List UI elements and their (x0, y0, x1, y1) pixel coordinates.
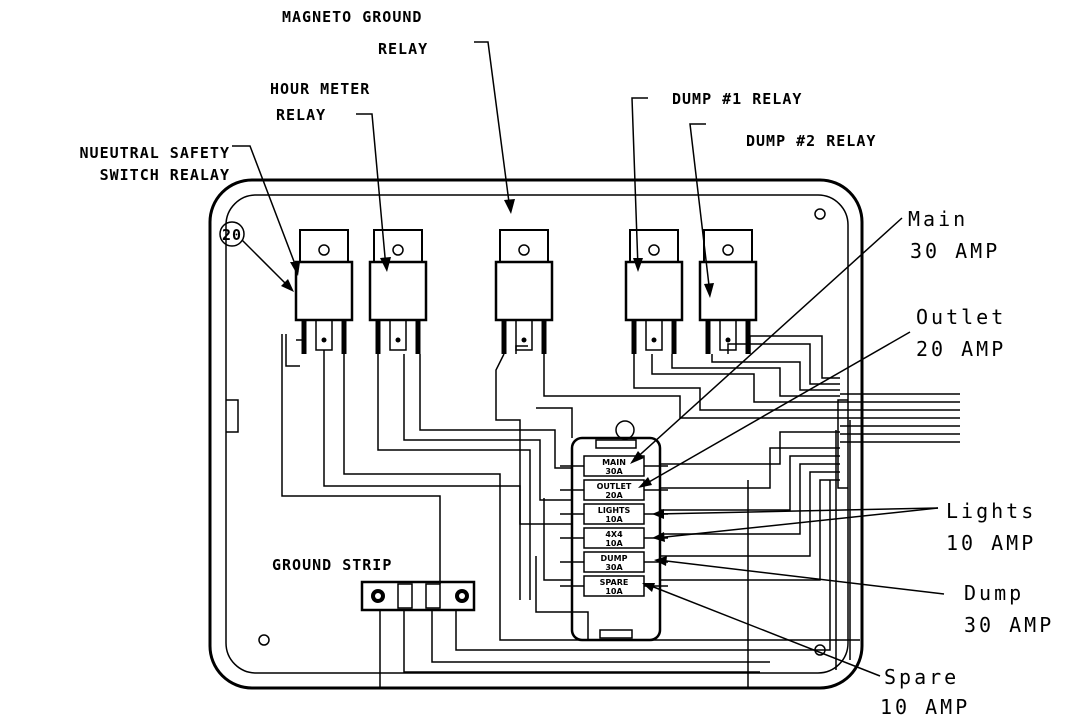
wire (536, 407, 573, 438)
wire (633, 354, 840, 411)
wire (343, 354, 860, 641)
fuse-name-label: 4X4 (605, 530, 623, 539)
dump-fuse-name: Dump (964, 581, 1024, 605)
relay-neutral-safety (294, 229, 354, 354)
lights-fuse-amp: 10 AMP (946, 531, 1036, 555)
wire (660, 463, 840, 535)
wire (403, 354, 572, 501)
fuse-name-label: SPARE (600, 578, 629, 587)
wire (543, 354, 840, 419)
wire (281, 334, 441, 584)
leader-lines (232, 41, 945, 677)
hour-meter-relay-label: RELAY (276, 106, 326, 124)
ground-strip-label: GROUND STRIP (272, 556, 392, 574)
fuse-name-label: OUTLET (597, 482, 632, 491)
wire (543, 498, 572, 581)
wire (651, 354, 840, 403)
wire (515, 345, 528, 354)
fuse-rating-label: 30A (605, 563, 623, 572)
outlet-fuse-name: Outlet (916, 305, 1006, 329)
mounting-hole (258, 634, 270, 646)
hour-meter-label: HOUR METER (270, 80, 370, 98)
relay-dump1 (624, 229, 684, 354)
fuse-name-label: DUMP (601, 554, 628, 563)
main-fuse-amp: 30 AMP (910, 239, 1000, 263)
magneto-relay-label: RELAY (378, 40, 428, 58)
wire (495, 353, 572, 525)
dump2-relay-label: DUMP #2 RELAY (746, 132, 876, 150)
wire (285, 334, 300, 367)
mounting-hole (814, 208, 826, 220)
fuse-rating-label: 10A (605, 539, 623, 548)
wire (296, 339, 305, 354)
callout-20: 20 (219, 221, 245, 247)
fuse-rating-label: 10A (605, 587, 623, 596)
fuse-rating-label: 20A (605, 491, 623, 500)
ground-terminal (371, 589, 385, 603)
magneto-ground-label: MAGNETO GROUND (282, 8, 422, 26)
neutral-safety-label-line2: SWITCH REALAY (100, 166, 230, 184)
spare-fuse-amp: 10 AMP (880, 695, 970, 719)
ground-terminal (455, 589, 469, 603)
ground-terminal (425, 583, 441, 609)
callout-number: 20 (222, 226, 242, 244)
outlet-fuse-amp: 20 AMP (916, 337, 1006, 361)
dump-fuse-amp: 30 AMP (964, 613, 1054, 637)
wire (535, 556, 589, 640)
relay-hour-meter (368, 229, 428, 354)
main-fuse-name: Main (908, 207, 968, 231)
lights-fuse-name: Lights (946, 499, 1036, 523)
wire (431, 610, 770, 663)
wire (323, 350, 521, 600)
wire (403, 610, 760, 673)
fuse-name-label: MAIN (602, 458, 626, 467)
wire (419, 354, 572, 469)
wire (660, 447, 840, 489)
relays (294, 229, 758, 354)
fuse-rating-label: 10A (605, 515, 623, 524)
neutral-safety-label-line1: NUEUTRAL SAFETY (80, 144, 230, 162)
wire (711, 354, 840, 391)
wire (660, 471, 840, 557)
wire (377, 354, 531, 600)
dump1-relay-label: DUMP #1 RELAY (672, 90, 802, 108)
wire (379, 480, 749, 689)
wire (660, 455, 840, 511)
fuse-block: MAIN30AOUTLET20ALIGHTS10A4X410ADUMP30ASP… (560, 420, 668, 642)
relay-magneto-ground (494, 229, 554, 354)
wire (660, 479, 840, 581)
fuse-rating-label: 30A (605, 467, 623, 476)
wiring-harness (281, 334, 960, 689)
fuse-name-label: LIGHTS (598, 506, 631, 515)
ground-terminal (397, 583, 413, 609)
spare-fuse-name: Spare (884, 665, 959, 689)
wire (749, 335, 840, 379)
wire (455, 480, 831, 651)
ground-strip (360, 580, 476, 612)
